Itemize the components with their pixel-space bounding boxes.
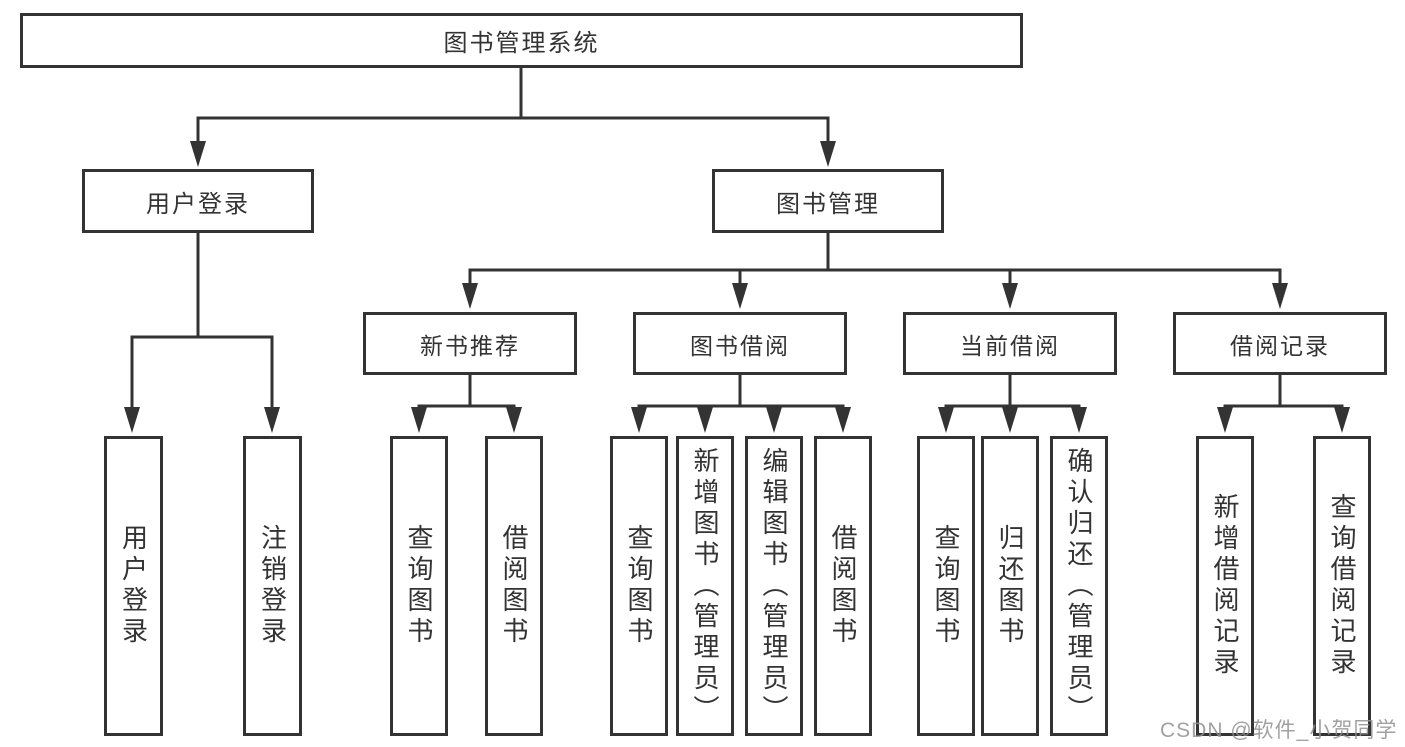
connector-current-borrow — [944, 375, 1081, 411]
leaf-user-login: 用户登录 — [104, 436, 163, 736]
leaf-query-borrow-record: 查询借阅记录 — [1313, 436, 1371, 736]
node-root-library-management-system: 图书管理系统 — [20, 13, 1023, 68]
node-book-borrow: 图书借阅 — [633, 312, 847, 375]
node-borrow-records: 借阅记录 — [1173, 312, 1387, 375]
leaf-query-books-current: 查询图书 — [917, 436, 975, 736]
connector-root — [196, 68, 830, 145]
connector-borrow-records — [1223, 375, 1344, 411]
leaf-return-books: 归还图书 — [981, 436, 1039, 736]
leaf-add-books-admin: 新增图书（管理员） — [676, 436, 734, 736]
leaf-edit-books-admin: 编辑图书（管理员） — [745, 436, 803, 736]
leaf-query-books-recommend: 查询图书 — [390, 436, 448, 736]
leaf-add-borrow-record: 新增借阅记录 — [1196, 436, 1254, 736]
leaf-confirm-return-admin: 确认归还（管理员） — [1050, 436, 1108, 736]
leaf-borrow-books-recommend: 借阅图书 — [485, 436, 543, 736]
node-user-login: 用户登录 — [82, 169, 314, 233]
leaf-borrow-books-borrow: 借阅图书 — [814, 436, 872, 736]
connector-user-login — [130, 233, 274, 411]
leaf-logout: 注销登录 — [243, 436, 302, 736]
node-book-management: 图书管理 — [712, 169, 944, 233]
connector-book-management — [468, 233, 1282, 287]
connector-new-book-recommend — [417, 375, 516, 411]
connector-book-borrow — [637, 375, 845, 411]
node-current-borrow: 当前借阅 — [903, 312, 1117, 375]
csdn-watermark: CSDN @软件_小贺同学 — [1160, 719, 1398, 742]
node-new-book-recommend: 新书推荐 — [363, 312, 577, 375]
leaf-query-books-borrow: 查询图书 — [610, 436, 668, 736]
